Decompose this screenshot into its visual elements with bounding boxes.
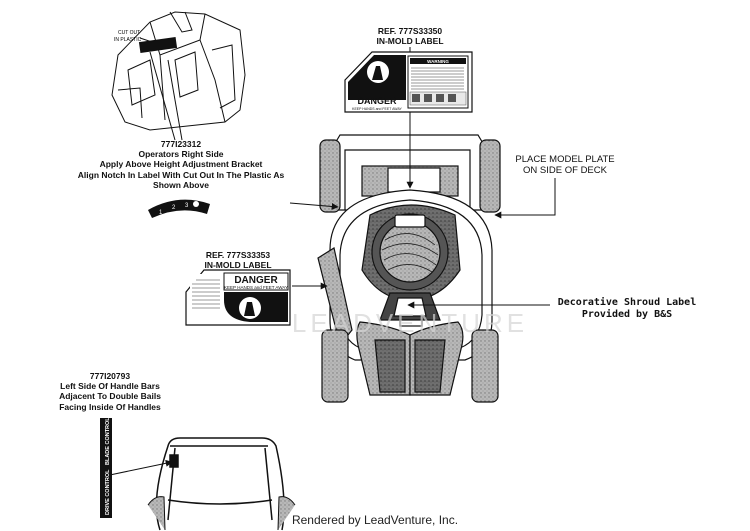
ref-777S33350: REF. 777S33350 (377, 26, 443, 36)
instruction-line-4: Shown Above (153, 179, 209, 190)
handle-line-2: Adjacent To Double Bails (59, 391, 161, 402)
watermark-text: LEADVENTURE (292, 308, 528, 338)
warning-word-top: WARNING (427, 59, 449, 64)
model-plate-line-2: ON SIDE OF DECK (523, 165, 607, 177)
part-number-777I20793: 777I20793 (89, 371, 131, 381)
dial-mark-2: 2 (172, 205, 176, 211)
callout-top-center: REF. 777S33350 IN-MOLD LABEL (360, 26, 460, 46)
shroud-line-2: Provided by B&S (581, 309, 673, 320)
cutout-note-line1: CUT OUT (118, 30, 140, 36)
bracket-cutout-note: CUT OUT IN PLASTIC (114, 30, 142, 43)
height-dial-label: 1 2 3 4 (148, 199, 210, 218)
ref-777S33353: REF. 777S33353 (205, 250, 271, 260)
dial-mark-3: 3 (185, 203, 189, 209)
part-number-777I23312: 777I23312 (160, 139, 202, 149)
dial-mark-1: 1 (159, 210, 163, 216)
in-mold-label-left: DANGER KEEP HANDS and FEET AWAY (185, 269, 291, 326)
handle-label-strip: DRIVE CONTROL BLADE CONTROL (100, 417, 112, 518)
callout-shroud-label: Decorative Shroud Label Provided by B&S (552, 297, 702, 321)
danger-sub-left: KEEP HANDS and FEET AWAY (224, 285, 288, 290)
in-mold-label-top: WARNING DANGER KEEP HANDS and FEET AWAY (344, 51, 473, 113)
instruction-line-1: Operators Right Side (138, 149, 224, 160)
danger-word-top: DANGER (357, 96, 397, 106)
height-adjust-bracket-illustration (111, 11, 246, 141)
instruction-line-2: Apply Above Height Adjustment Bracket (99, 159, 263, 170)
callout-model-plate: PLACE MODEL PLATE ON SIDE OF DECK (505, 154, 625, 177)
callout-middle-left: REF. 777S33353 IN-MOLD LABEL (186, 250, 290, 270)
footer-credit: Rendered by LeadVenture, Inc. (291, 513, 459, 527)
instruction-line-3: Align Notch In Label With Cut Out In The… (77, 169, 285, 180)
danger-word-left: DANGER (234, 275, 278, 286)
handle-line-3: Facing Inside Of Handles (59, 401, 161, 412)
strip-label-blade: BLADE CONTROL (105, 417, 111, 465)
leader-lines (104, 47, 556, 477)
handle-line-1: Left Side Of Handle Bars (60, 381, 160, 392)
handle-bar-illustration (147, 437, 296, 531)
danger-sub-top: KEEP HANDS and FEET AWAY (352, 107, 402, 111)
strip-label-drive: DRIVE CONTROL (105, 469, 111, 515)
dial-mark-4: 4 (200, 205, 204, 211)
model-plate-line-1: PLACE MODEL PLATE (515, 154, 615, 165)
cutout-note-line2: IN PLASTIC (114, 37, 142, 43)
callout-bottom-left: 777I20793 Left Side Of Handle Bars Adjac… (50, 371, 170, 412)
callout-top-left: 777I23312 Operators Right Side Apply Abo… (76, 139, 286, 190)
in-mold-label-top-kind: IN-MOLD LABEL (376, 36, 444, 47)
in-mold-label-left-kind: IN-MOLD LABEL (204, 260, 272, 271)
mower-top-view (317, 134, 501, 403)
shroud-line-1: Decorative Shroud Label (557, 297, 697, 308)
